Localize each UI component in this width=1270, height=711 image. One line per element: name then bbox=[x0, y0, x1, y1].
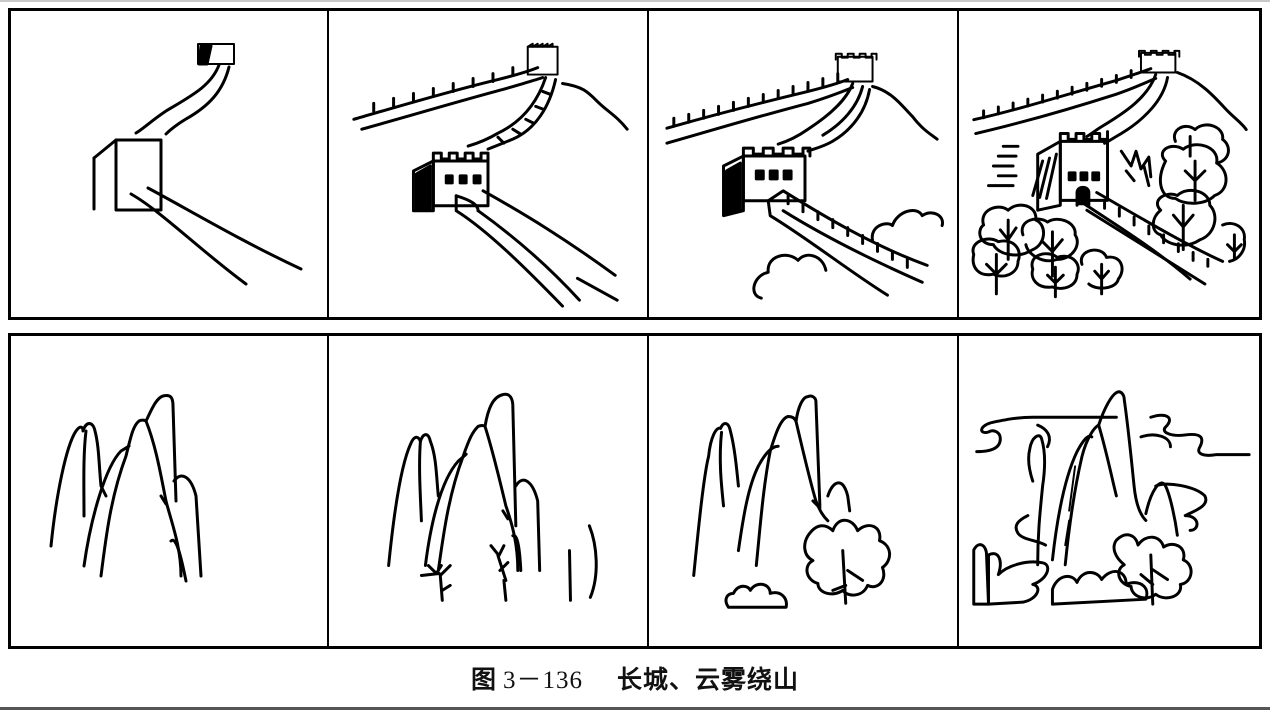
mountain-step-2 bbox=[327, 336, 647, 646]
great-wall-step-3 bbox=[647, 11, 957, 317]
top-rule bbox=[0, 0, 1270, 2]
great-wall-sketch-2-icon bbox=[352, 42, 629, 308]
mountain-step-1 bbox=[11, 336, 327, 646]
mountain-step-3 bbox=[647, 336, 957, 646]
bottom-rule bbox=[0, 707, 1270, 710]
great-wall-step-1 bbox=[11, 11, 327, 317]
great-wall-step-4 bbox=[957, 11, 1259, 317]
caption-title: 长城、云雾绕山 bbox=[617, 665, 800, 694]
mountain-sketch-3-icon bbox=[692, 394, 892, 609]
great-wall-row bbox=[8, 8, 1262, 320]
mountain-step-4 bbox=[957, 336, 1259, 646]
great-wall-step-2 bbox=[327, 11, 647, 317]
mountain-sketch-1-icon bbox=[49, 394, 203, 583]
great-wall-sketch-3-icon bbox=[665, 52, 944, 300]
mountain-sketch-2-icon bbox=[387, 392, 598, 602]
great-wall-sketch-4-icon bbox=[971, 49, 1248, 299]
mountain-sketch-4-icon bbox=[972, 390, 1251, 606]
great-wall-sketch-1-icon bbox=[92, 43, 303, 286]
caption-prefix: 图 bbox=[470, 665, 497, 694]
mountain-row bbox=[8, 333, 1262, 649]
caption-number: 3－136 bbox=[502, 667, 583, 694]
